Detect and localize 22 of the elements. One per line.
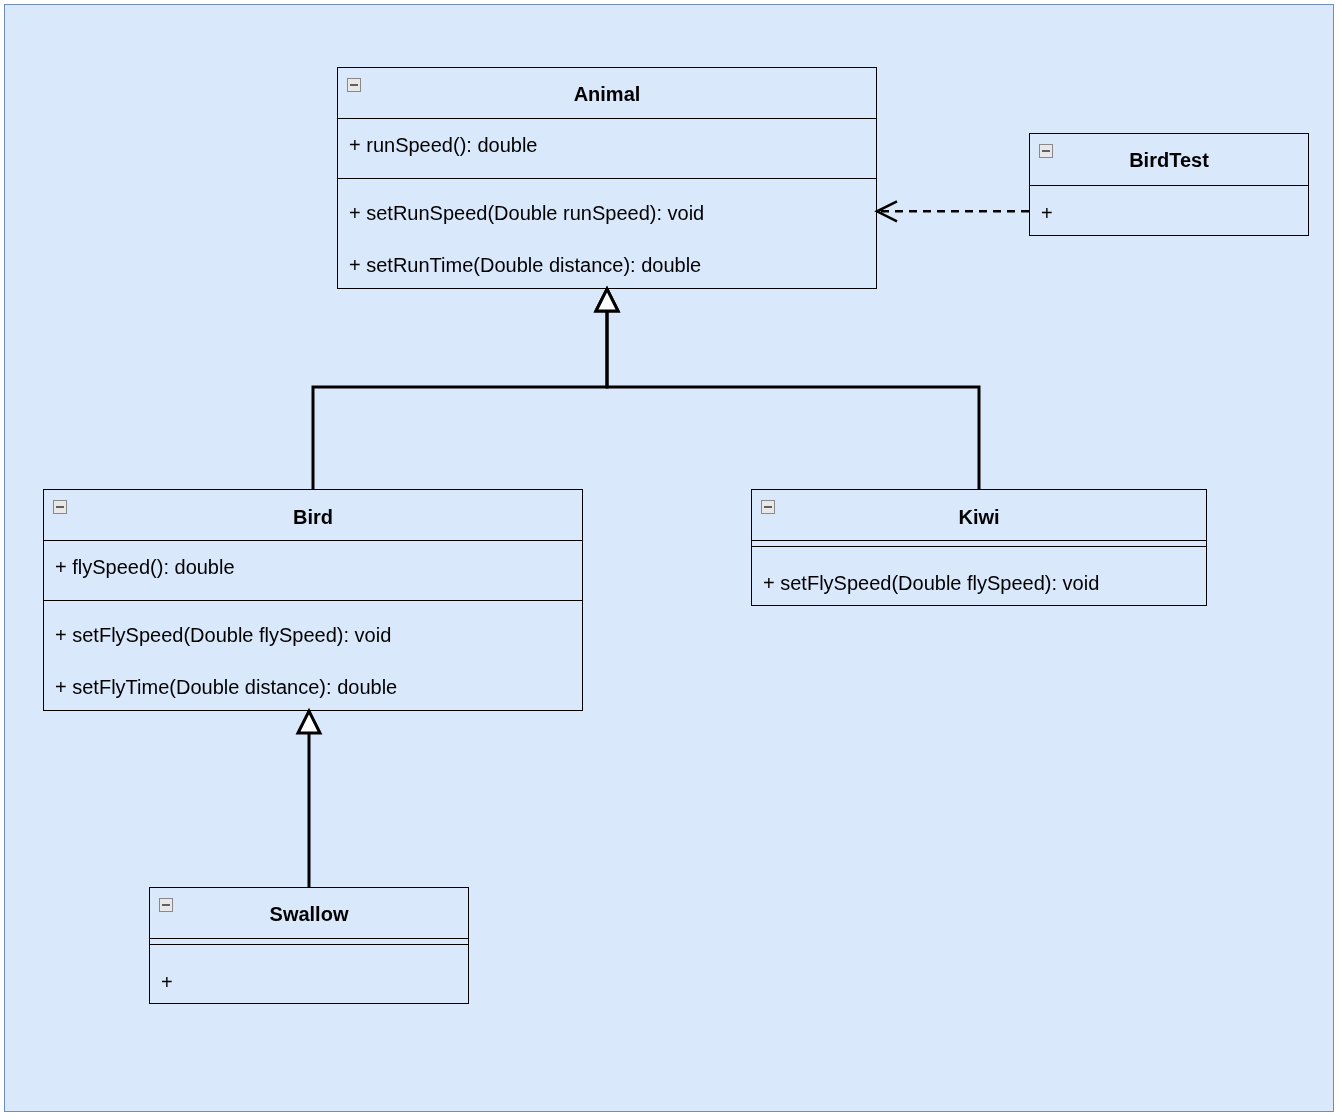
class-box (1029, 133, 1309, 236)
class-box (149, 887, 469, 1004)
class-member: + runSpeed(): double (349, 133, 538, 157)
arrow (296, 709, 322, 887)
class-name: Animal (573, 82, 641, 106)
class-member: + setRunSpeed(Double runSpeed): void (349, 201, 705, 225)
class-box (337, 67, 877, 289)
arrow (594, 287, 981, 489)
class-name: BirdTest (1129, 148, 1209, 172)
class-member: + setFlySpeed(Double flySpeed): void (763, 571, 1100, 595)
class-member: + flySpeed(): double (55, 555, 235, 579)
class-name: Bird (293, 505, 333, 529)
class-member: + setFlySpeed(Double flySpeed): void (55, 623, 392, 647)
class-box (751, 489, 1207, 606)
class-member: + (161, 970, 173, 994)
class-box (43, 489, 583, 711)
class-name: Kiwi (958, 505, 1000, 529)
class-member: + setFlyTime(Double distance): double (55, 675, 398, 699)
class-member: + setRunTime(Double distance): double (349, 253, 702, 277)
dashed-arrow (875, 200, 1029, 223)
class-name: Swallow (269, 902, 349, 926)
class-member: + (1041, 201, 1053, 225)
